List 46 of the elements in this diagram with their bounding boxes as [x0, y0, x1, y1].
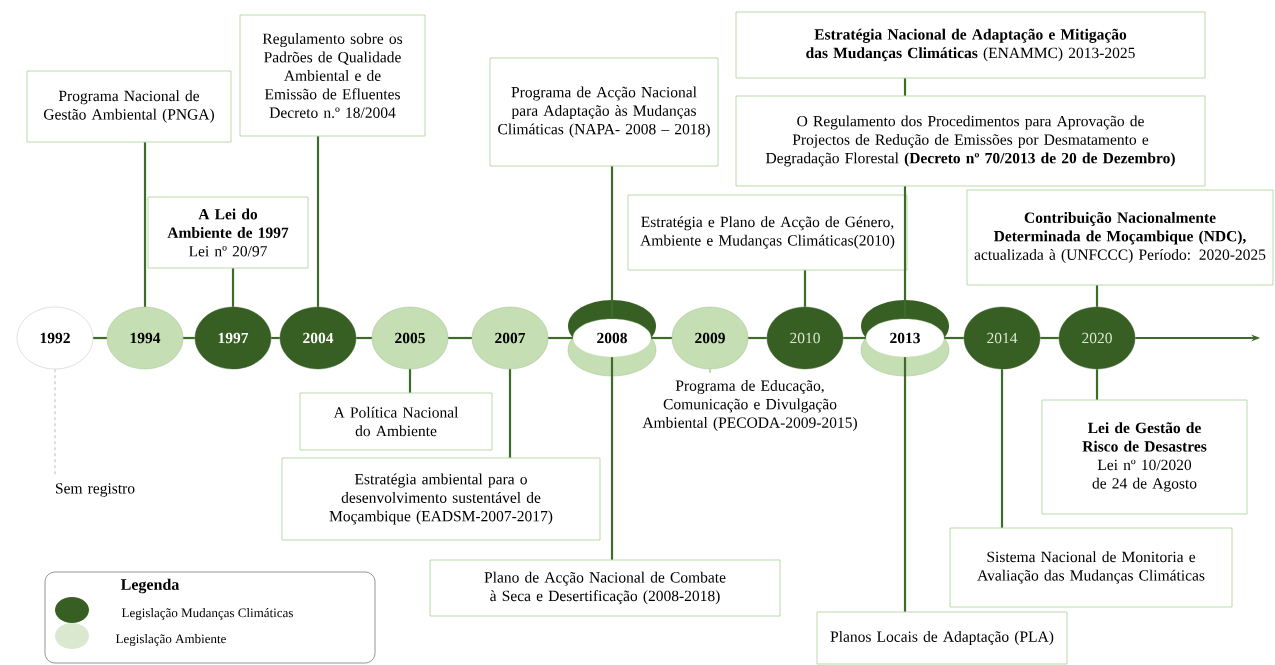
connector-line [356, 336, 372, 340]
text-box: Regulamento sobre os Padrões de Qualidade Ambiental e de Emissão de Efluentes Decreto n.º 18/2004 [239, 14, 426, 137]
connector-line [231, 268, 235, 307]
connector-line [708, 369, 712, 373]
connector-line [143, 142, 147, 307]
connector-line [903, 357, 907, 612]
connector-line [843, 336, 866, 340]
text-box: Estratégia ambiental para o desenvolvimento sustentável de Moçambique (EADSM-2007-2017) [281, 457, 601, 541]
text-box: Programa Nacional de Gestão Ambiental (PNGA) [26, 70, 232, 143]
connector-line [903, 78, 907, 96]
text-box: Planos Locais de Adaptação (PLA) [816, 611, 1068, 665]
text-box: Contribuição Nacionalmente Determinada de Moçambique (NDC), actualizada à (UNFCCC) Período: 2020-2025 [966, 189, 1274, 286]
connector-line [508, 369, 512, 458]
text-box: Plano de Acção Nacional de Combate à Seca e Desertificação (2008-2018) [429, 559, 781, 617]
connector-line [610, 357, 614, 560]
connector-line [1095, 369, 1099, 400]
text-box: Lei de Gestão de Risco de Desastres Lei nº 10/2020 de 24 de Agosto [1041, 399, 1248, 515]
connector-line [316, 136, 320, 307]
connector-line [944, 336, 964, 340]
connector-line [54, 368, 56, 476]
connector-line [183, 336, 195, 340]
note-text: Sem registro [56, 483, 135, 497]
connector-line [548, 336, 573, 340]
connector-line [748, 336, 767, 340]
text-box: Estratégia Nacional de Adaptação e Mitigação das Mudanças Climáticas (ENAMMC) 2013-2025 [735, 11, 1206, 79]
connector-line [803, 270, 807, 307]
connector-line [1040, 336, 1059, 340]
connector-line [1000, 369, 1004, 528]
connector-line [408, 369, 412, 393]
connector-line [651, 336, 672, 340]
text-box: A Política Nacional do Ambiente [299, 392, 493, 451]
text-box: O Regulamento dos Procedimentos para Aprovação de Projectos de Redução de Emissões por Desmatamento e Degradação Florestal (Decreto nº 70/2013 de 20 de Dezembro) [735, 95, 1206, 187]
text-box: Sistema Nacional de Monitoria e Avaliação das Mudanças Climáticas [949, 527, 1233, 608]
connector-line [903, 186, 907, 319]
text-box: Programa de Acção Nacional para Adaptação às Mudanças Climáticas (NAPA- 2008 – 2018) [489, 57, 719, 167]
connector-line [93, 336, 107, 340]
connector-line [1095, 285, 1099, 307]
connector-line [448, 336, 472, 340]
note-text: Programa de Educação, Comunicação e Divulgação Ambiental (PECODA-2009-2015) [642, 380, 857, 432]
connector-line [610, 166, 614, 319]
legend-title: Legenda [120, 578, 180, 594]
text-box: A Lei do Ambiente de 1997 Lei nº 20/97 [147, 196, 309, 269]
legend-text: Legislação Mudanças Climáticas [121, 608, 293, 620]
connector-line [271, 336, 280, 340]
text-box: Estratégia e Plano de Acção de Género, Ambiente e Mudanças Climáticas(2010) [627, 194, 908, 271]
legend-text: Legislação Ambiente [115, 634, 226, 646]
